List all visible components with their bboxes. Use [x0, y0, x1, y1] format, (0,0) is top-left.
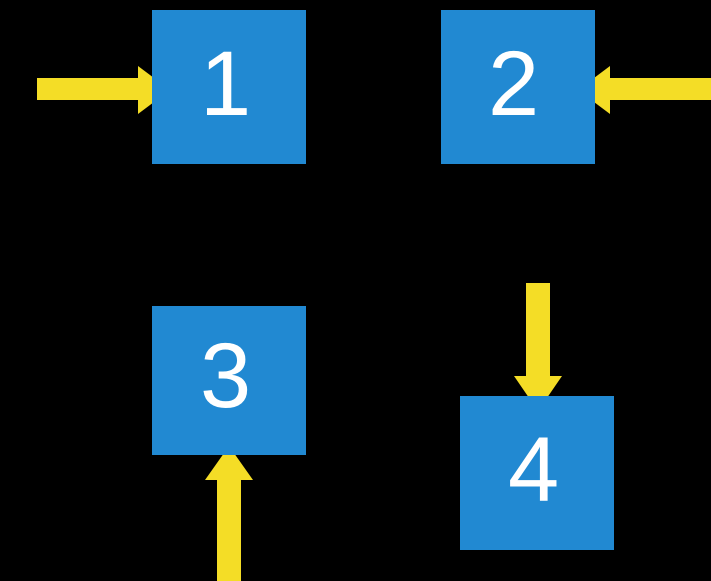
node-label-4: 4 — [508, 419, 560, 521]
node-box-1[interactable] — [152, 10, 306, 164]
node-box-3[interactable] — [152, 306, 306, 455]
node-label-2: 2 — [488, 33, 540, 135]
node-box-2[interactable] — [441, 10, 595, 164]
node-label-3: 3 — [200, 325, 252, 427]
node-label-1: 1 — [200, 33, 252, 135]
node-box-4[interactable] — [460, 396, 614, 550]
